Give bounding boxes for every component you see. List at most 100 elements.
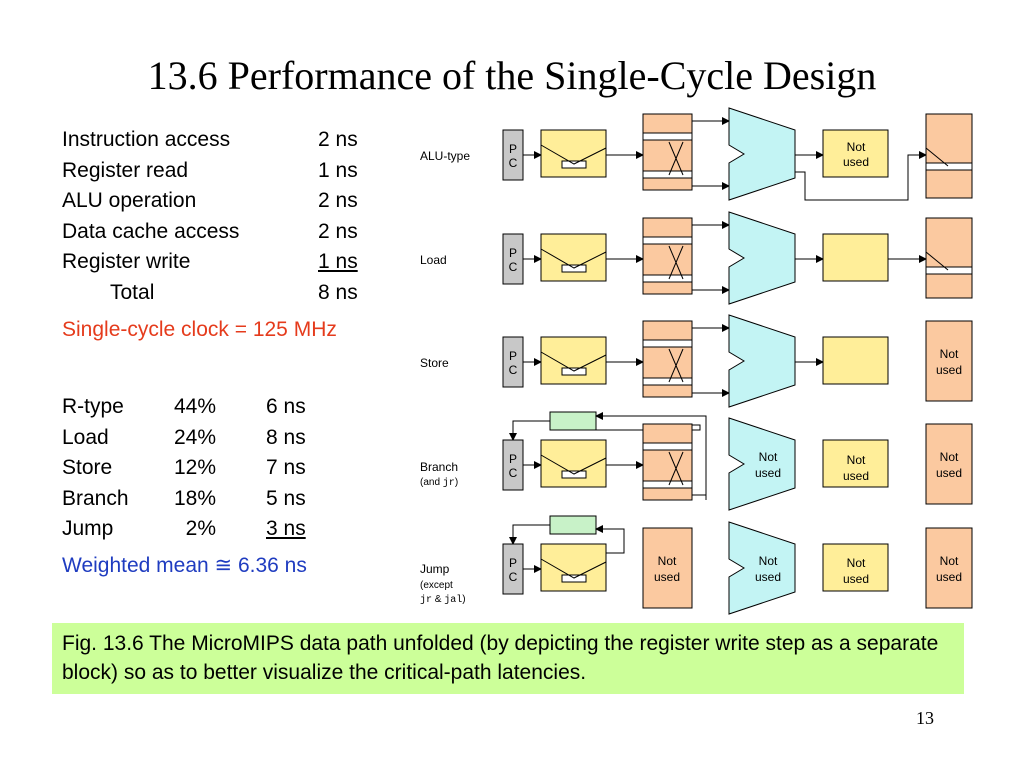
sub-code: jal	[444, 594, 462, 606]
write-path	[925, 147, 949, 167]
mix-type: Jump	[62, 517, 114, 541]
mix-pct: 18%	[173, 486, 216, 510]
pc-letter: C	[509, 363, 518, 377]
data-cache	[822, 233, 889, 282]
slide-title: 13.6 Performance of the Single-Cycle Des…	[147, 53, 877, 98]
not-used-text: used	[843, 469, 869, 483]
row-label: Jump	[420, 562, 450, 576]
register-port	[642, 480, 693, 489]
register-port	[925, 162, 973, 171]
data-cache	[822, 336, 889, 385]
register-port	[642, 236, 693, 245]
pc-letter: P	[509, 556, 517, 570]
timing-label: Register read	[62, 158, 189, 182]
mix-pct: 2%	[185, 517, 216, 541]
not-used-text: Not	[940, 450, 959, 464]
mix-type: R-type	[62, 395, 124, 418]
sub-code: jr	[443, 477, 455, 489]
sub-text: )	[455, 477, 458, 488]
not-used-text: used	[843, 572, 869, 586]
pc-adder	[549, 515, 597, 535]
write-path	[925, 251, 949, 271]
instruction-cache	[540, 439, 607, 488]
timing-label: Data cache access	[62, 219, 240, 243]
not-used-text: Not	[759, 554, 778, 568]
pc-letter: P	[509, 349, 517, 363]
register-write-block	[925, 320, 973, 402]
pc-letter: C	[509, 466, 518, 480]
register-file	[642, 217, 693, 295]
row-sublabel: jr & jal)	[420, 594, 466, 606]
mix-pct: 44%	[173, 395, 216, 418]
register-write-block	[925, 113, 973, 199]
pc-letter: C	[509, 156, 518, 170]
arrow	[509, 524, 550, 545]
not-used-text: Not	[940, 554, 959, 568]
register-file	[642, 423, 693, 501]
mix-pct: 12%	[173, 456, 216, 480]
timing-label: ALU operation	[62, 189, 197, 213]
timing-label: Instruction access	[62, 128, 231, 151]
register-crossover	[668, 348, 684, 383]
instruction-cache	[540, 543, 607, 592]
arrow	[595, 412, 707, 500]
instruction-cache	[540, 336, 607, 385]
mix-time: 5 ns	[266, 486, 306, 510]
register-port	[642, 442, 693, 451]
datapath-diagram: ALU-type P C Not used Load P C	[420, 107, 973, 615]
mix-time: 8 ns	[266, 425, 306, 449]
register-file	[642, 527, 693, 609]
stage-row-load: Load P C	[420, 211, 973, 305]
mix-row: Jump 2% 3 ns	[62, 514, 362, 545]
not-used-text: used	[936, 570, 962, 584]
row-label: Load	[420, 253, 447, 267]
cache-access-path	[540, 351, 607, 372]
not-used-text: Not	[940, 347, 959, 361]
mix-type: Branch	[62, 486, 129, 510]
not-used-text: Not	[847, 453, 866, 467]
cache-access-path	[540, 454, 607, 475]
alu	[728, 211, 796, 305]
register-write-block	[925, 423, 973, 505]
timing-value: 2 ns	[318, 219, 358, 243]
arrow	[595, 525, 625, 554]
not-used-text: used	[843, 155, 869, 169]
register-port	[642, 170, 693, 179]
weighted-mean-note: Weighted mean ≅ 6.36 ns	[62, 554, 307, 577]
cache-access-path	[540, 144, 607, 165]
timing-total-label: Total	[110, 280, 155, 304]
timing-value: 2 ns	[318, 128, 358, 151]
instruction-cache	[540, 129, 607, 178]
register-port	[642, 377, 693, 386]
arrow	[509, 420, 550, 441]
pc-adder	[549, 411, 597, 431]
figure-caption: Fig. 13.6 The MicroMIPS data path unfold…	[52, 623, 964, 694]
mix-type: Store	[62, 456, 113, 480]
pc-letter: P	[509, 142, 517, 156]
register-port	[925, 266, 973, 275]
row-label: ALU-type	[420, 149, 470, 163]
mix-time: 3 ns	[266, 517, 306, 541]
cache-access-path	[540, 248, 607, 269]
data-cache	[822, 439, 889, 488]
not-used-text: Not	[847, 556, 866, 570]
sub-text: &	[432, 594, 444, 605]
not-used-text: used	[755, 466, 781, 480]
register-write-block	[925, 527, 973, 609]
page-number: 13	[916, 708, 934, 728]
pc-letter: C	[509, 260, 518, 274]
timing-total-value: 8 ns	[318, 280, 358, 304]
sub-text: )	[462, 594, 465, 605]
not-used-text: Not	[759, 450, 778, 464]
alu	[728, 521, 796, 615]
timing-label: Register write	[62, 250, 191, 274]
pc-letter: P	[509, 452, 517, 466]
timing-value: 2 ns	[318, 189, 358, 213]
arrow	[795, 151, 927, 201]
sub-text: (and	[420, 477, 443, 488]
stage-row-jump: Jump (except jr & jal) P C Not used Not …	[420, 515, 973, 615]
register-crossover	[668, 451, 684, 486]
sub-code: jr	[420, 594, 432, 606]
